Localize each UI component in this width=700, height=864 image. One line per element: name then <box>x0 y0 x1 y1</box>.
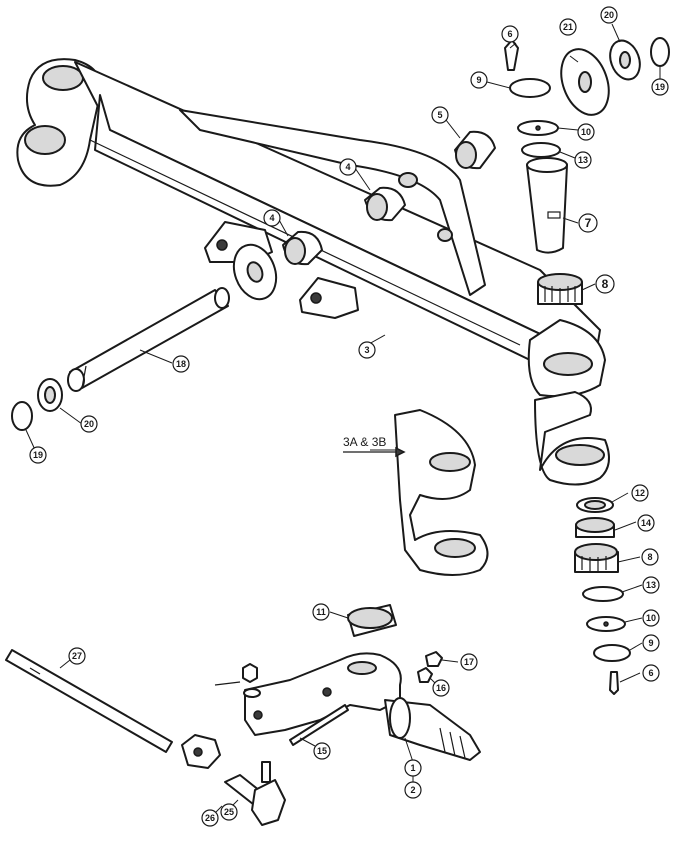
svg-text:12: 12 <box>635 488 645 498</box>
callout-16: 16 <box>432 679 450 697</box>
svg-text:17: 17 <box>464 657 474 667</box>
callout-8-upper: 8 <box>595 274 615 294</box>
callout-12: 12 <box>631 484 649 502</box>
svg-text:26: 26 <box>205 813 215 823</box>
svg-text:11: 11 <box>316 607 326 617</box>
bolt-and-nut-left <box>214 663 261 698</box>
callout-27: 27 <box>68 647 86 665</box>
callout-15: 15 <box>313 742 331 760</box>
callout-4-upper: 4 <box>339 158 357 176</box>
axle-beam <box>16 58 606 398</box>
callout-4-lower: 4 <box>263 209 281 227</box>
snap-ring-19-left <box>11 401 33 431</box>
callout-10-upper: 10 <box>577 123 595 141</box>
svg-text:13: 13 <box>578 155 588 165</box>
steering-knuckle-right <box>534 391 610 486</box>
callout-14: 14 <box>637 514 655 532</box>
bushing-4-upper <box>364 186 406 222</box>
svg-text:15: 15 <box>317 746 327 756</box>
svg-text:25: 25 <box>224 807 234 817</box>
svg-text:20: 20 <box>84 419 94 429</box>
callout-21: 21 <box>559 18 577 36</box>
bolt-15 <box>289 704 349 746</box>
svg-text:6: 6 <box>648 668 653 678</box>
svg-text:20: 20 <box>604 10 614 20</box>
callout-9-lower: 9 <box>642 634 660 652</box>
reference-label: 3A & 3B <box>343 435 386 449</box>
thrust-washer-large <box>232 243 278 301</box>
callout-2: 2 <box>404 781 422 799</box>
bushing-5 <box>454 130 496 170</box>
callout-26: 26 <box>201 809 219 827</box>
svg-text:8: 8 <box>647 552 652 562</box>
leader-lines <box>25 23 661 817</box>
svg-text:13: 13 <box>646 580 656 590</box>
callout-5: 5 <box>431 106 449 124</box>
callout-19-upper: 19 <box>651 78 669 96</box>
callout-7: 7 <box>578 213 598 233</box>
svg-text:10: 10 <box>581 127 591 137</box>
svg-text:18: 18 <box>176 359 186 369</box>
callout-3: 3 <box>358 341 376 359</box>
svg-text:4: 4 <box>345 162 350 172</box>
bearing-11 <box>347 604 397 637</box>
svg-text:9: 9 <box>476 75 481 85</box>
callout-20-upper: 20 <box>600 6 618 24</box>
steering-arm-spindle <box>244 652 481 761</box>
callout-20-lower: 20 <box>80 415 98 433</box>
callout-1: 1 <box>404 759 422 777</box>
washer-20-left <box>37 378 63 412</box>
svg-text:6: 6 <box>507 29 512 39</box>
svg-text:21: 21 <box>563 22 573 32</box>
callout-18: 18 <box>172 355 190 373</box>
callout-8-lower: 8 <box>641 548 659 566</box>
tie-rod-end-25-26 <box>224 761 286 826</box>
callout-19-lower: 19 <box>29 446 47 464</box>
callout-13-upper: 13 <box>574 151 592 169</box>
svg-text:3: 3 <box>364 345 369 355</box>
upper-kingpin-stack <box>504 37 670 305</box>
tie-rod-27 <box>5 649 173 753</box>
callout-10-lower: 10 <box>642 609 660 627</box>
svg-text:16: 16 <box>436 683 446 693</box>
callout-6-upper: 6 <box>501 25 519 43</box>
callout-9-upper: 9 <box>470 71 488 89</box>
reference-3a-3b: 3A & 3B <box>343 435 406 458</box>
svg-text:10: 10 <box>646 613 656 623</box>
pivot-pin-18 <box>67 287 230 392</box>
callout-17: 17 <box>460 653 478 671</box>
svg-text:7: 7 <box>585 216 592 230</box>
callout-6-lower: 6 <box>642 664 660 682</box>
svg-text:19: 19 <box>655 82 665 92</box>
bushing-4-lower <box>282 230 323 266</box>
svg-text:14: 14 <box>641 518 651 528</box>
callout-11: 11 <box>312 603 330 621</box>
nut-16 <box>417 667 433 683</box>
svg-text:5: 5 <box>437 110 442 120</box>
svg-text:19: 19 <box>33 450 43 460</box>
tie-rod-clamp <box>181 734 221 769</box>
callout-13-lower: 13 <box>642 576 660 594</box>
svg-text:4: 4 <box>269 213 274 223</box>
svg-text:2: 2 <box>410 785 415 795</box>
callout-25: 25 <box>220 803 238 821</box>
steering-knuckle-3a-3b <box>394 409 489 576</box>
svg-text:9: 9 <box>648 638 653 648</box>
svg-text:1: 1 <box>410 763 415 773</box>
svg-text:8: 8 <box>602 277 609 291</box>
lower-kingpin-stack <box>574 497 631 695</box>
svg-text:27: 27 <box>72 651 82 661</box>
nut-17 <box>425 651 443 667</box>
